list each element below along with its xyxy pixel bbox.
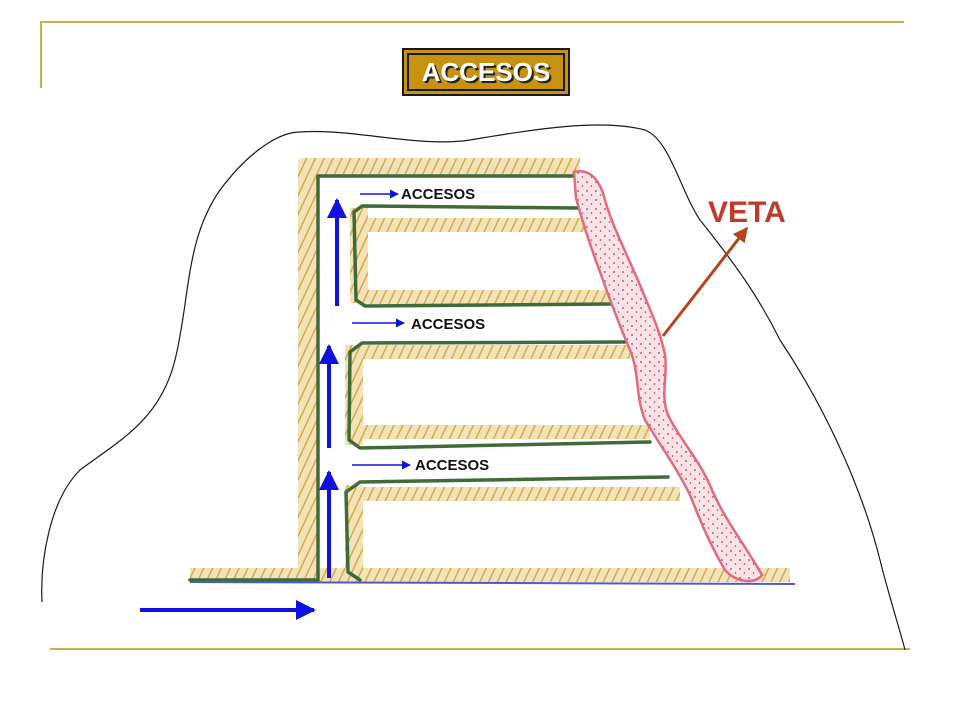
- terrain-outline: [41, 124, 906, 651]
- access-label-1: ACCESOS: [401, 186, 475, 203]
- access-label-3: ACCESOS: [415, 457, 489, 474]
- vein-body: [572, 169, 764, 583]
- level-3-tunnel: [344, 475, 670, 582]
- main-shaft-outline: [316, 174, 580, 582]
- level-1-tunnel: [352, 204, 614, 308]
- frame-top-line: [40, 21, 904, 23]
- veta-label: VETA: [708, 196, 786, 229]
- tunnels: [188, 174, 670, 582]
- frame-bottom-line: [50, 648, 910, 650]
- floor-line: [189, 581, 796, 585]
- page-title: ACCESOS: [407, 53, 565, 91]
- access-label-2: ACCESOS: [411, 316, 485, 333]
- access-arrows: [140, 189, 411, 620]
- veta-arrow: [661, 226, 749, 337]
- rock-hatching: [190, 158, 790, 582]
- level-2-tunnel: [347, 340, 652, 450]
- title-box: ACCESOS: [402, 48, 570, 96]
- frame-left-line: [40, 21, 42, 88]
